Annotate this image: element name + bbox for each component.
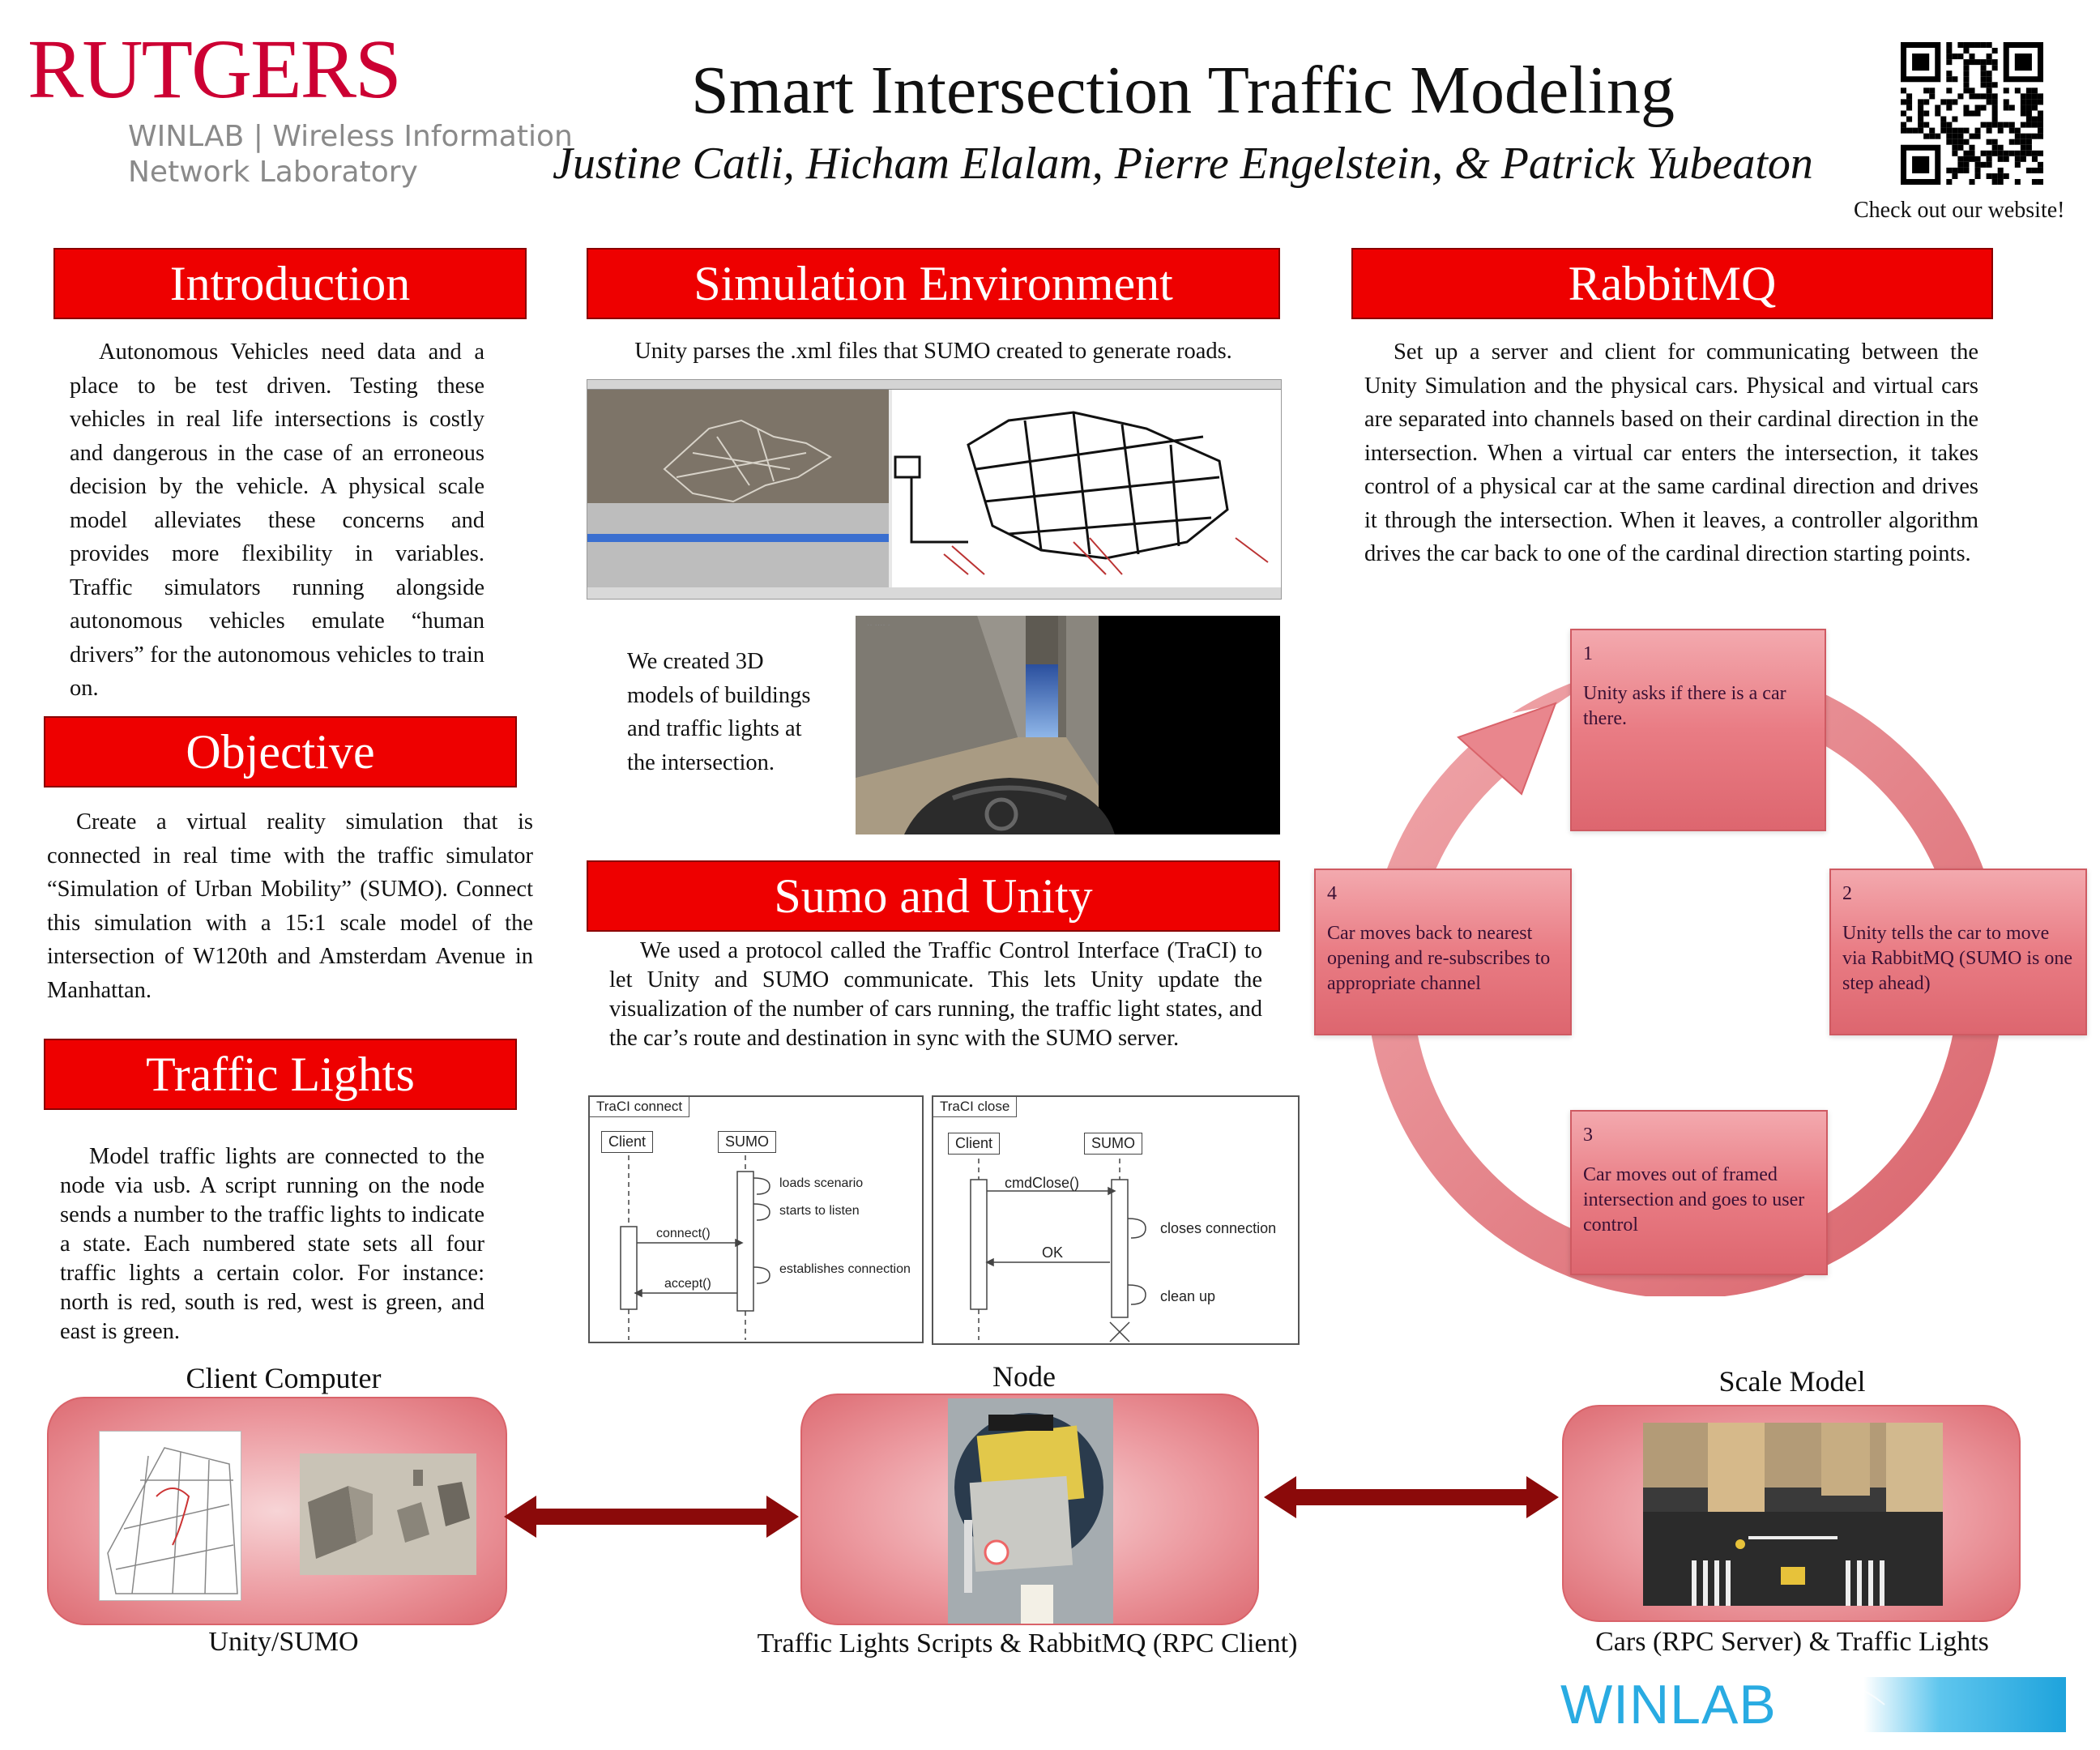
objective-heading: Objective [44, 716, 517, 788]
rabbitmq-text: Set up a server and client for communica… [1364, 339, 1978, 566]
step-3-text: Car moves out of framed intersection and… [1583, 1164, 1805, 1236]
traci-connect-tab: TraCI connect [590, 1097, 690, 1117]
close-sumo-box: SUMO [1084, 1133, 1142, 1155]
scale-model-title: Scale Model [1718, 1365, 1866, 1398]
establishes-label: establishes connection [779, 1262, 911, 1276]
sumo-unity-text: We used a protocol called the Traffic Co… [609, 938, 1262, 1051]
connect-call-label: connect() [656, 1227, 711, 1240]
winlab-subtitle-line1: WINLAB | Wireless Information [128, 120, 573, 153]
step-1-box: 1 Unity asks if there is a car there. [1570, 629, 1826, 831]
step-1-text: Unity asks if there is a car there. [1583, 683, 1786, 729]
simulation-caption: Unity parses the .xml files that SUMO cr… [634, 339, 1232, 364]
traci-close-tab: TraCI close [933, 1097, 1018, 1117]
double-arrow-right [1264, 1476, 1559, 1518]
scale-model-caption: Cars (RPC Server) & Traffic Lights [1595, 1627, 1989, 1657]
poster-authors: Justine Catli, Hicham Elalam, Pierre Eng… [553, 139, 1813, 189]
winlab-footer-text: WINLAB [1560, 1677, 1777, 1732]
double-arrow-left [504, 1496, 799, 1538]
traci-connect-diagram: TraCI connect Client SUMO loads scenario… [588, 1095, 924, 1343]
step-4-number: 4 [1327, 883, 1337, 904]
accept-call-label: accept() [664, 1277, 711, 1291]
step-2-text: Unity tells the car to move via RabbitMQ… [1842, 923, 2072, 994]
winlab-subtitle-line2: Network Laboratory [128, 156, 418, 189]
step-4-text: Car moves back to nearest opening and re… [1327, 923, 1551, 994]
introduction-text: Autonomous Vehicles need data and a plac… [70, 339, 484, 701]
step-3-number: 3 [1583, 1125, 1593, 1146]
starts-listen-label: starts to listen [779, 1204, 860, 1218]
step-3-box: 3 Car moves out of framed intersection a… [1570, 1110, 1828, 1275]
scale-model-photo [1643, 1423, 1943, 1606]
client-computer-title: Client Computer [186, 1362, 382, 1394]
traffic-lights-heading: Traffic Lights [44, 1039, 517, 1110]
client-computer-caption: Unity/SUMO [208, 1627, 359, 1657]
objective-text: Create a virtual reality simulation that… [47, 809, 533, 1003]
ok-label: OK [1042, 1244, 1064, 1261]
connect-sumo-box: SUMO [718, 1131, 776, 1153]
rabbitmq-heading: RabbitMQ [1351, 248, 1993, 319]
svg-text:·· ···· ·: ·· ···· · [867, 621, 890, 630]
traffic-lights-text: Model traffic lights are connected to th… [60, 1144, 484, 1344]
sumo-map-image [99, 1431, 241, 1601]
website-note: Check out our website! [1854, 198, 2065, 223]
node-caption: Traffic Lights Scripts & RabbitMQ (RPC C… [757, 1628, 1298, 1658]
models-text: We created 3D models of buildings and tr… [627, 649, 811, 775]
connect-client-box: Client [601, 1131, 654, 1153]
step-2-box: 2 Unity tells the car to move via Rabbit… [1829, 869, 2087, 1035]
node-photo [948, 1398, 1113, 1624]
cmd-close-label: cmdClose() [1005, 1175, 1080, 1191]
step-4-box: 4 Car moves back to nearest opening and … [1314, 869, 1572, 1035]
step-2-number: 2 [1842, 883, 1852, 904]
loads-scenario-label: loads scenario [779, 1176, 864, 1190]
close-client-box: Client [948, 1133, 1001, 1155]
winlab-footer-logo: WINLAB [1560, 1677, 2066, 1732]
introduction-heading: Introduction [53, 248, 527, 319]
node-title: Node [992, 1360, 1056, 1393]
sumo-unity-heading: Sumo and Unity [587, 860, 1280, 932]
simulation-heading: Simulation Environment [587, 248, 1280, 319]
step-1-number: 1 [1583, 643, 1593, 664]
poster-title: Smart Intersection Traffic Modeling [691, 53, 1675, 128]
qr-code-icon[interactable] [1901, 42, 2043, 185]
rutgers-logo: RUTGERS [28, 23, 402, 116]
unity-city-image [300, 1453, 476, 1575]
unity-3d-scene: ·· ···· · [856, 616, 1280, 834]
traci-close-diagram: TraCI close Client SUMO cmdClose() close… [932, 1095, 1300, 1345]
closes-connection-label: closes connection [1160, 1220, 1277, 1236]
unity-sumo-screenshot [587, 379, 1282, 600]
clean-up-label: clean up [1160, 1288, 1216, 1304]
